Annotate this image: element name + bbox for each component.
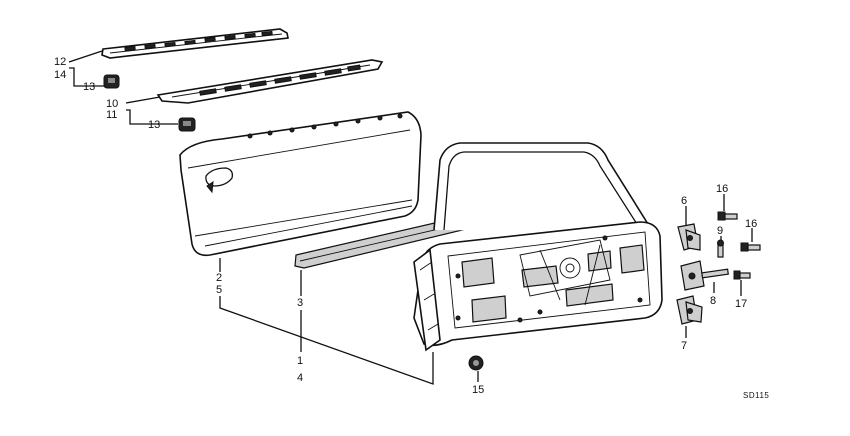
bolt-16-lower bbox=[740, 242, 761, 252]
callout-16-upper: 16 bbox=[716, 183, 728, 195]
callout-4: 4 bbox=[297, 372, 303, 384]
callout-11: 11 bbox=[106, 109, 117, 121]
callout-9: 9 bbox=[717, 225, 723, 237]
lower-hinge-7 bbox=[676, 295, 703, 325]
callout-16-lower: 16 bbox=[745, 218, 757, 230]
callout-1: 1 bbox=[297, 355, 303, 367]
callout-5: 5 bbox=[216, 284, 222, 296]
diagram-code: SD115 bbox=[743, 391, 769, 400]
callout-13-upper: 13 bbox=[83, 81, 95, 93]
callout-15: 15 bbox=[472, 384, 484, 396]
callout-7: 7 bbox=[681, 340, 687, 352]
callout-13-lower: 13 bbox=[148, 119, 160, 131]
callout-6: 6 bbox=[681, 195, 687, 207]
clip-13-upper bbox=[103, 74, 120, 89]
pin-9 bbox=[717, 239, 724, 258]
bolt-16-upper bbox=[717, 211, 738, 221]
check-link-8 bbox=[680, 260, 729, 291]
bolt-17 bbox=[733, 270, 751, 280]
door-shell bbox=[413, 142, 663, 352]
grommet-15 bbox=[468, 355, 484, 371]
door-trim-panel bbox=[179, 111, 422, 257]
upper-hinge-6 bbox=[677, 223, 701, 251]
outer-weatherstrip-upper bbox=[101, 28, 289, 59]
callout-10: 10 bbox=[106, 98, 118, 110]
leader-lines bbox=[68, 50, 753, 385]
callout-17: 17 bbox=[735, 298, 747, 310]
clip-13-lower bbox=[178, 117, 196, 132]
callout-14: 14 bbox=[54, 69, 66, 81]
callout-3: 3 bbox=[297, 297, 303, 309]
callout-2: 2 bbox=[216, 272, 222, 284]
callout-12: 12 bbox=[54, 56, 66, 68]
inner-weatherstrip bbox=[156, 59, 384, 104]
callout-8: 8 bbox=[710, 295, 716, 307]
